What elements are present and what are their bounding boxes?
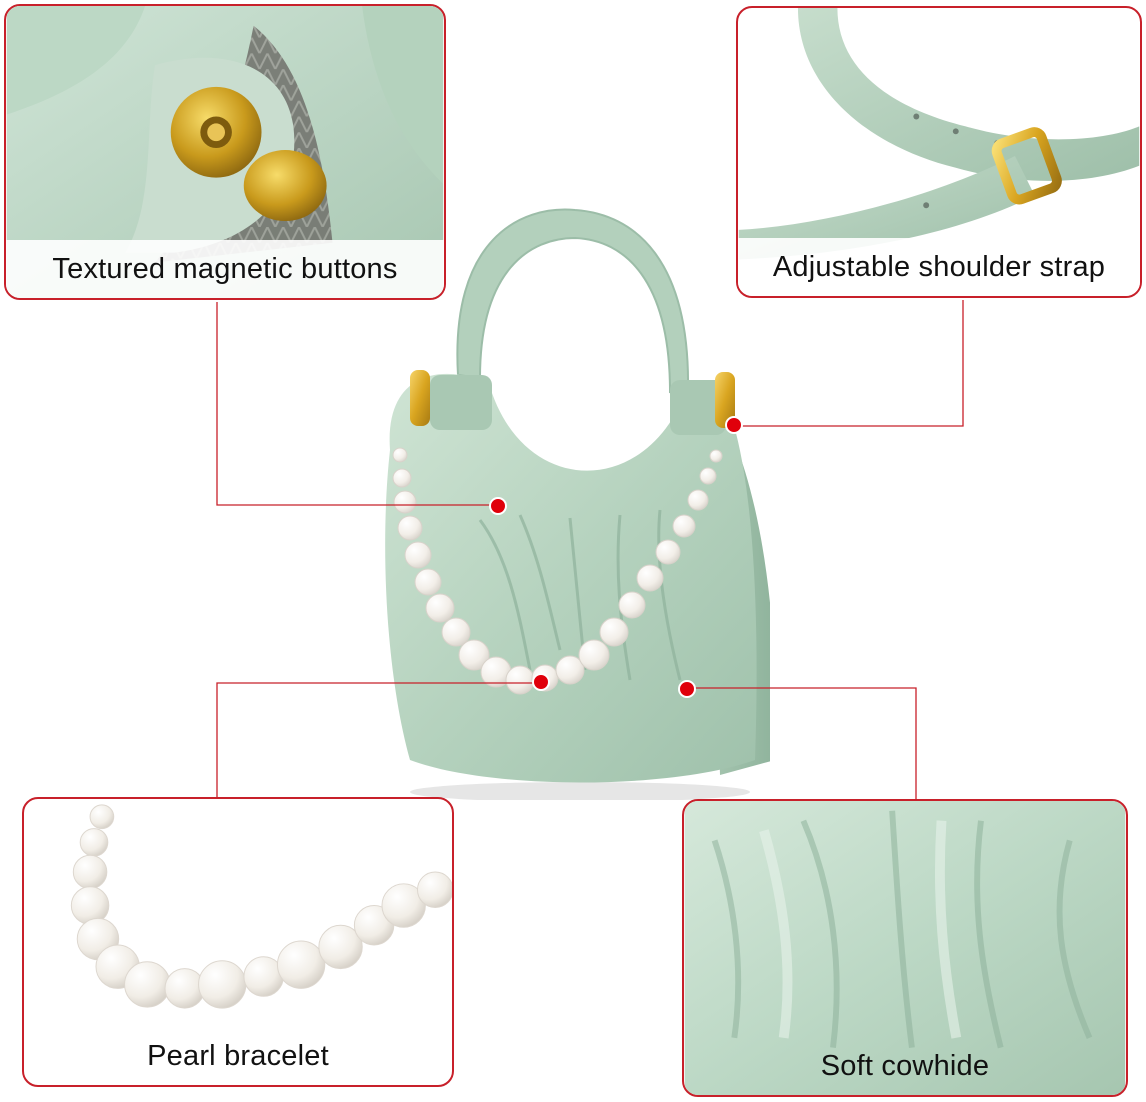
pearl-label: Pearl bracelet — [147, 1039, 329, 1072]
cowhide-texture-photo-icon — [684, 801, 1126, 1095]
pearl-label-band: Pearl bracelet — [24, 1027, 452, 1085]
cowhide-label-band: Soft cowhide — [684, 1037, 1126, 1095]
strap-label-band: Adjustable shoulder strap — [738, 238, 1140, 296]
feature-panel-magnetic-buttons: Textured magnetic buttons — [4, 4, 446, 300]
shoulder-strap-photo-icon — [738, 8, 1140, 260]
strap-label: Adjustable shoulder strap — [772, 250, 1106, 283]
magnetic-label-band: Textured magnetic buttons — [6, 240, 444, 298]
magnetic-label: Textured magnetic buttons — [52, 252, 398, 285]
feature-panel-pearl-bracelet: Pearl bracelet — [22, 797, 454, 1087]
feature-panel-shoulder-strap: Adjustable shoulder strap — [736, 6, 1142, 298]
feature-panel-soft-cowhide: Soft cowhide — [682, 799, 1128, 1097]
cowhide-label: Soft cowhide — [820, 1049, 990, 1082]
pearl-bracelet-photo-icon — [70, 804, 452, 1009]
